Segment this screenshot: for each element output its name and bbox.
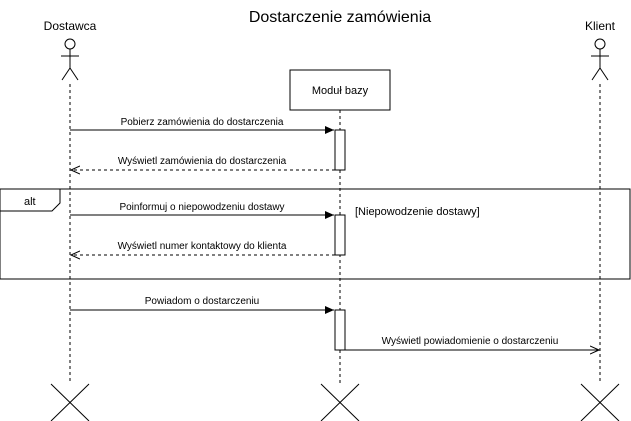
participant-label: Moduł bazy [312, 85, 369, 97]
activation-bar-2 [334, 214, 346, 256]
actor-supplier-figure [61, 38, 79, 81]
actor-client-figure [591, 38, 609, 81]
message-3-label: Poinformuj o niepowodzeniu dostawy [119, 202, 284, 213]
alt-fragment: alt [Niepowodzenie dostawy] [0, 188, 631, 280]
message-4-label: Wyświetl numer kontaktowy do klienta [118, 241, 287, 252]
message-5: Powiadom o dostarczeniu [70, 296, 334, 314]
message-1: Pobierz zamówienia do dostarczenia [70, 117, 334, 134]
destroy-marker-client [580, 383, 620, 421]
diagram-title: Dostarczenie zamówienia [249, 9, 431, 26]
alt-operator-tab [0, 188, 61, 212]
message-2-label: Wyświetl zamówienia do dostarczenia [118, 156, 287, 167]
participant-box-database: Moduł bazy [289, 69, 391, 111]
message-3: Poinformuj o niepowodzeniu dostawy [70, 202, 334, 219]
message-1-label: Pobierz zamówienia do dostarczenia [121, 117, 284, 128]
destroy-marker-supplier [50, 383, 90, 421]
actor-label-client: Klient [585, 19, 616, 33]
activation-bar-1 [334, 129, 346, 171]
message-4: Wyświetl numer kontaktowy do klienta [71, 241, 335, 255]
message-5-label: Powiadom o dostarczeniu [145, 296, 260, 307]
actor-label-supplier: Dostawca [44, 19, 97, 33]
activation-bar-3 [334, 309, 346, 351]
activation-bars [334, 129, 346, 351]
message-6-label: Wyświetl powiadomienie o dostarczeniu [382, 336, 559, 347]
message-2: Wyświetl zamówienia do dostarczenia [71, 156, 335, 170]
alt-guard-label: [Niepowodzenie dostawy] [355, 206, 480, 218]
destroy-marker-database [320, 383, 360, 421]
alt-operator-label: alt [24, 196, 36, 208]
message-6: Wyświetl powiadomienie o dostarczeniu [345, 336, 599, 350]
